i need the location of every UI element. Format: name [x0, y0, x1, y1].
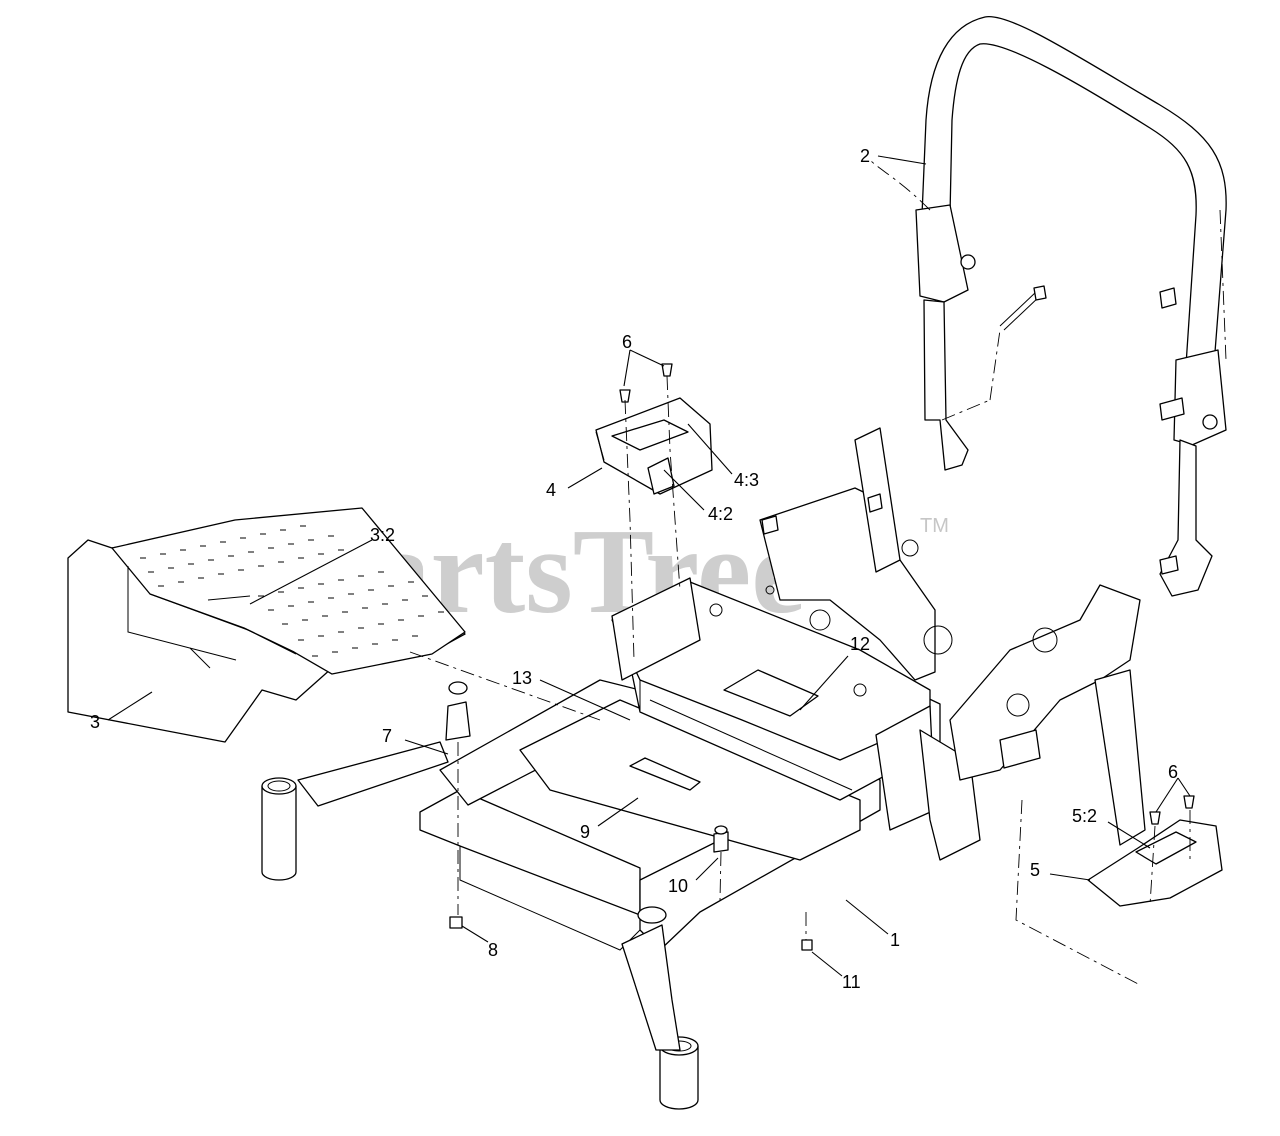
callout-8: 8 — [488, 940, 498, 960]
callout-4-3: 4:3 — [734, 470, 759, 490]
left-caster-tube — [261, 785, 297, 881]
watermark-tm: TM — [920, 515, 949, 537]
bumper-7 — [445, 701, 471, 741]
right-caster-tube — [659, 1045, 699, 1110]
callout-9: 9 — [580, 822, 590, 842]
footrest-plate — [67, 507, 466, 743]
callout-5-2: 5:2 — [1072, 806, 1097, 826]
screw-6c — [1149, 811, 1161, 825]
grommet-9 — [629, 757, 701, 791]
console-decal-5-2 — [1135, 831, 1197, 865]
callout-12: 12 — [850, 634, 870, 654]
hardware — [445, 287, 1195, 951]
front-bracket — [621, 924, 681, 1051]
callout-4: 4 — [546, 480, 556, 500]
callouts: 2 6 4 4:3 4:2 3:2 3 12 13 7 6 5:2 9 5 10… — [90, 146, 1178, 992]
left-console-cover — [595, 397, 713, 495]
assembly-lines — [409, 159, 1227, 986]
front-rail — [419, 789, 641, 916]
callout-5: 5 — [1030, 860, 1040, 880]
callout-4-2: 4:2 — [708, 504, 733, 524]
bumper-front — [637, 906, 667, 924]
main-frame — [261, 427, 1146, 1110]
callout-3-2: 3:2 — [370, 525, 395, 545]
rops-left-lower-leg — [923, 299, 969, 471]
callout-2: 2 — [860, 146, 870, 166]
callout-7: 7 — [382, 726, 392, 746]
right-console-cover — [1087, 819, 1223, 907]
rops-left-pivot-plate — [915, 204, 969, 303]
rops-bolt — [1033, 285, 1047, 301]
callout-10: 10 — [668, 876, 688, 896]
callout-6-upper: 6 — [622, 332, 632, 352]
leader-lines — [107, 155, 1191, 977]
nut-11 — [801, 939, 813, 951]
nut-8 — [449, 916, 463, 929]
callout-13: 13 — [512, 668, 532, 688]
callout-6-lower: 6 — [1168, 762, 1178, 782]
flange-nut — [761, 515, 779, 535]
console-decal-4-2 — [647, 457, 675, 495]
callout-3: 3 — [90, 712, 100, 732]
left-caster-arm — [297, 741, 449, 807]
decal-plate — [723, 669, 819, 717]
screw-6a — [619, 389, 631, 403]
screw-6d — [1183, 795, 1195, 809]
callout-1: 1 — [890, 930, 900, 950]
bumper-10 — [713, 831, 729, 853]
rops-roll-bar — [915, 16, 1227, 597]
screw-6b — [661, 363, 673, 377]
footrest-perforations — [140, 525, 444, 657]
console-decal-4-3 — [611, 419, 689, 451]
rops-left-knob — [960, 254, 976, 270]
rops-mount-right — [949, 584, 1141, 781]
callout-11: 11 — [842, 972, 861, 992]
rops-right-knob — [1202, 414, 1218, 430]
